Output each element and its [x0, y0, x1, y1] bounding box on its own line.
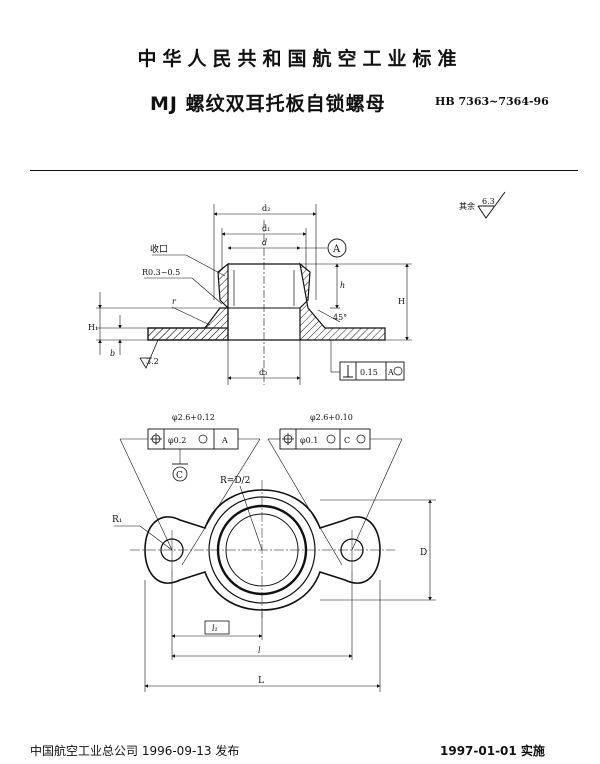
bracket-outline — [144, 489, 381, 611]
position-frame-left: φ0.2 A — [147, 428, 239, 450]
pos-right-tol: φ0.1 — [300, 436, 318, 445]
hole-right-size: φ2.6+0.10 — [310, 413, 353, 422]
shoukou-label: 收口 — [150, 243, 168, 255]
publish-info: 中国航空工业总公司 1996-09-13 发布 — [30, 744, 240, 758]
radius-note: R0.3~0.5 — [142, 268, 180, 277]
roughness-label: 其余 — [459, 201, 475, 211]
angle-45: 45° — [333, 313, 347, 322]
roughness-low: 3.2 — [146, 357, 159, 366]
mmc-circle-icon — [326, 434, 336, 444]
perpendicularity-frame: 0.15 A — [339, 361, 405, 381]
datum-c-label: C — [176, 471, 183, 481]
dim-d1: d₁ — [262, 224, 270, 233]
datum-c-symbol — [172, 466, 188, 482]
pos-left-datum: A — [221, 436, 228, 445]
perp-datum: A — [387, 368, 394, 377]
dim-H1: H₁ — [88, 323, 98, 332]
mmc-circle-icon — [356, 434, 366, 444]
mmc-circle-icon — [393, 366, 403, 376]
datum-a-label: A — [332, 244, 341, 255]
roughness-symbol: 其余 6.3 — [459, 191, 506, 219]
pos-left-tol: φ0.2 — [168, 436, 186, 445]
hole-left-size: φ2.6+0.12 — [172, 413, 215, 422]
position-frame-right: φ0.1 C — [279, 428, 371, 450]
document-title: MJ 螺纹双耳托板自锁螺母 — [150, 93, 386, 115]
standard-title: 中华人民共和国航空工业标准 — [137, 48, 463, 70]
fillet-r: r — [172, 297, 177, 306]
header-rule — [30, 170, 578, 171]
document-code: HB 7363~7364-96 — [435, 95, 549, 108]
dim-b: b — [110, 349, 115, 358]
plan-view: φ2.6+0.12 φ0.2 A C φ2.6+0.10 — [112, 413, 436, 692]
mmc-circle-icon — [198, 434, 208, 444]
technical-drawing: 其余 6.3 d₂ d₁ d A 收口 — [88, 191, 506, 692]
right-wall-section — [299, 262, 386, 341]
dim-l: l — [258, 646, 261, 655]
dim-L: L — [258, 676, 264, 686]
dim-d2: d₂ — [262, 204, 270, 213]
dim-h: h — [340, 281, 345, 290]
pos-right-datum: C — [344, 436, 350, 445]
dim-d: d — [262, 238, 267, 247]
radius-d-half: R=D/2 — [220, 476, 250, 486]
section-view: d₂ d₁ d A 收口 R0.3~0.5 r h H 45° — [88, 204, 412, 385]
left-flange-section — [147, 307, 229, 341]
effective-date: 1997-01-01 实施 — [440, 744, 545, 758]
dim-d3: d₃ — [259, 368, 267, 377]
radius-r1: R₁ — [112, 515, 122, 525]
roughness-value: 6.3 — [482, 197, 495, 206]
dim-l1: l₁ — [212, 624, 218, 633]
perp-tolerance: 0.15 — [360, 368, 378, 377]
dim-D: D — [420, 548, 427, 558]
dim-H: H — [398, 297, 405, 306]
datum-a-symbol — [327, 238, 347, 258]
